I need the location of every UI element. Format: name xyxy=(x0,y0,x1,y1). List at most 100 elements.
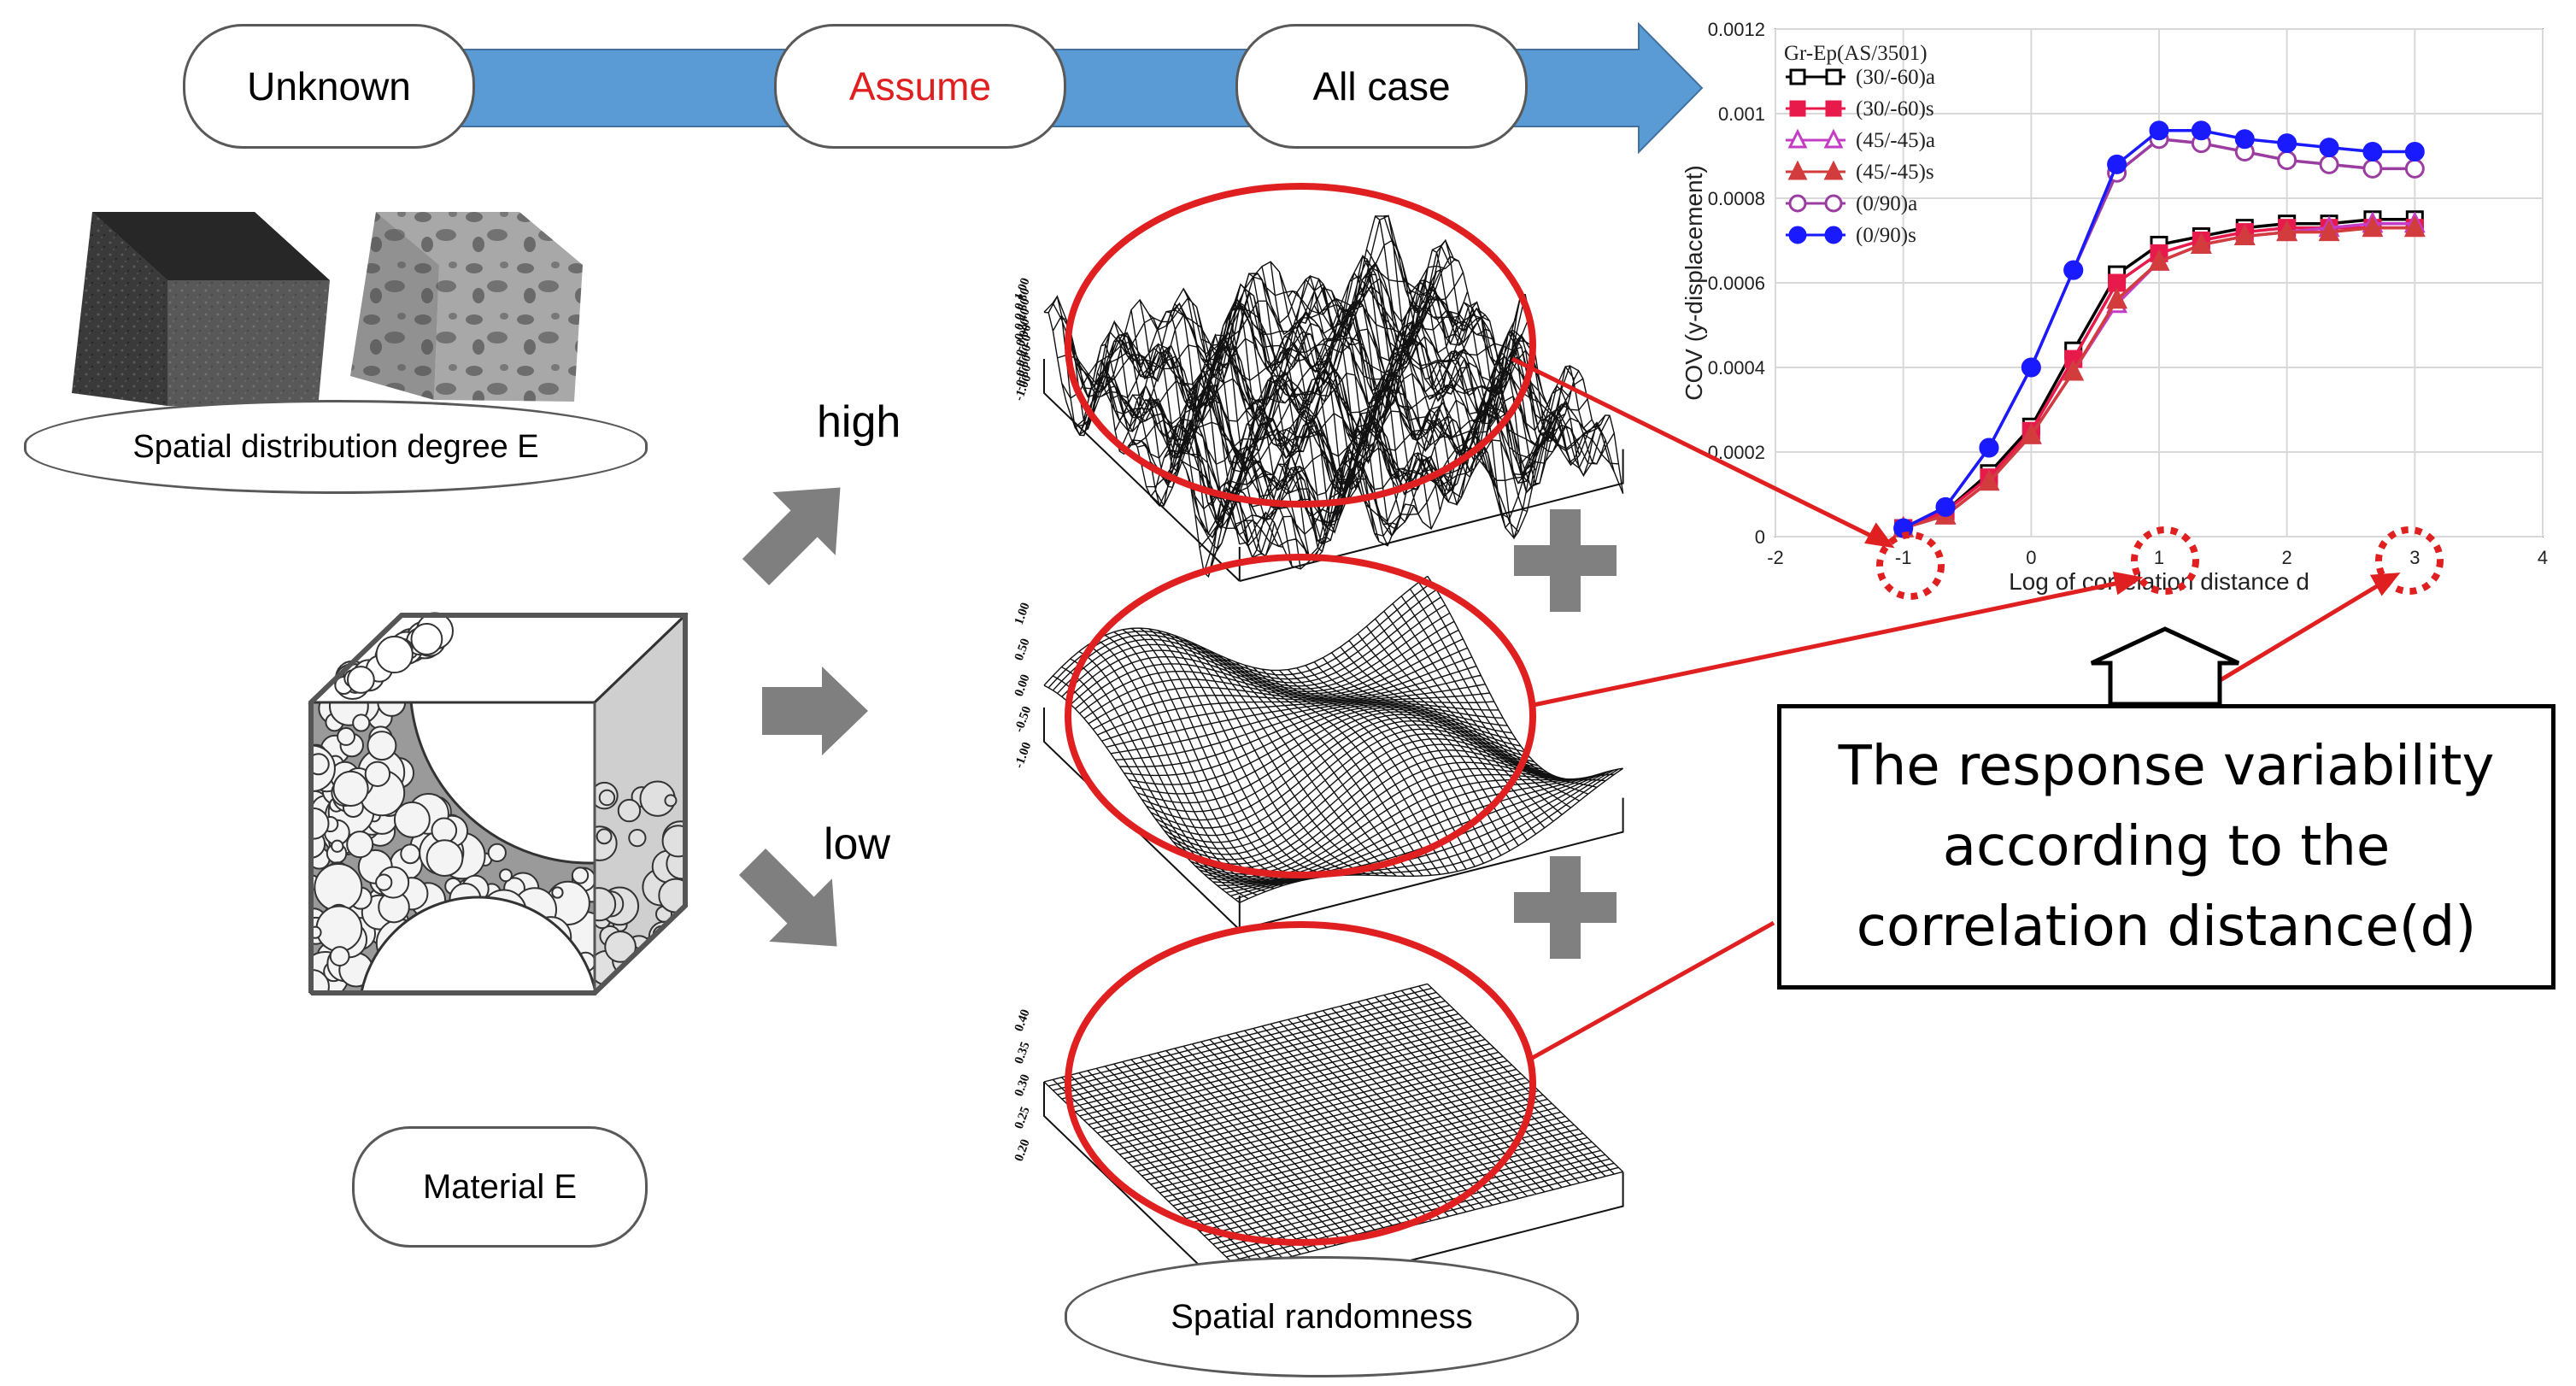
data-point xyxy=(2191,120,2211,141)
material-label: Material E xyxy=(422,1167,578,1206)
chart-series xyxy=(1892,120,2426,538)
data-point xyxy=(1787,128,1808,149)
data-point xyxy=(1789,100,1806,117)
callout-box: The response variability according to th… xyxy=(1777,704,2555,990)
legend-label: (30/-60)s xyxy=(1856,97,1934,120)
data-point xyxy=(2318,220,2340,242)
data-point xyxy=(2362,215,2384,238)
y-tick-label: 0.0012 xyxy=(1708,19,1765,40)
y-tick-label: 0.001 xyxy=(1718,103,1765,125)
step-all-case-pill: All case xyxy=(1235,24,1528,149)
legend-label: (0/90)a xyxy=(1856,192,1917,215)
data-point xyxy=(2319,138,2339,158)
dark-cube-image xyxy=(72,212,330,408)
step-unknown-pill: Unknown xyxy=(183,24,475,149)
spatial-distribution-label: Spatial distribution degree E xyxy=(132,428,539,465)
random-field-surface-high xyxy=(1043,214,1624,582)
data-point xyxy=(2404,142,2425,162)
data-point xyxy=(2277,133,2297,154)
step-all-case-label: All case xyxy=(1312,64,1451,109)
data-point xyxy=(2020,422,2042,444)
material-pill: Material E xyxy=(352,1126,648,1248)
low-label: low xyxy=(824,819,891,869)
step-assume-pill: Assume xyxy=(774,24,1066,149)
highlight-ellipse-bottom xyxy=(1065,921,1536,1246)
data-point xyxy=(2063,260,2084,280)
data-point xyxy=(2403,215,2426,238)
spatial-randomness-pill: Spatial randomness xyxy=(1065,1256,1579,1377)
data-point xyxy=(1979,438,1999,458)
y-axis-label: COV (y-displacement) xyxy=(1681,165,1707,400)
data-point xyxy=(2233,224,2256,246)
high-label: high xyxy=(817,397,901,447)
step-unknown-label: Unknown xyxy=(247,64,411,109)
data-point xyxy=(1825,100,1842,117)
y-tick-label: 0.0008 xyxy=(1708,188,1765,209)
legend-label: (30/-60)a xyxy=(1856,66,1935,89)
data-point xyxy=(2234,129,2255,150)
x-tick-label: 4 xyxy=(2538,547,2548,568)
legend-item: (30/-60)a xyxy=(1786,66,1935,89)
legend-label: (45/-45)s xyxy=(1856,161,1934,184)
series-(45/-45)s xyxy=(1892,215,2426,537)
legend-item: (45/-45)s xyxy=(1786,160,1934,184)
data-point xyxy=(2149,120,2169,141)
x-tick-label: -1 xyxy=(1895,547,1912,568)
plus-icon xyxy=(1514,509,1617,959)
y-tick-label: 0.0004 xyxy=(1708,357,1765,379)
up-arrow-icon xyxy=(2090,626,2240,707)
spatial-distribution-pill: Spatial distribution degree E xyxy=(24,400,648,494)
data-point xyxy=(2106,287,2128,309)
arrow-high-icon xyxy=(742,487,841,586)
dotted-circle-x-1 xyxy=(2131,526,2199,595)
data-point xyxy=(2362,142,2383,162)
data-point xyxy=(1787,160,1808,180)
data-point xyxy=(1825,68,1842,85)
x-tick-label: 2 xyxy=(2282,547,2292,568)
x-tick-label: 1 xyxy=(2154,547,2164,568)
legend-item: (45/-45)a xyxy=(1786,128,1935,152)
data-point xyxy=(2190,232,2212,254)
data-point xyxy=(1788,194,1807,213)
spatial-randomness-label: Spatial randomness xyxy=(1171,1297,1473,1336)
legend-label: (0/90)s xyxy=(1856,224,1916,247)
x-tick-label: 0 xyxy=(2026,547,2036,568)
data-point xyxy=(2107,154,2127,174)
data-point xyxy=(1823,160,1844,180)
callout-text: The response variability according to th… xyxy=(1838,735,2495,959)
y-tick-label: 0 xyxy=(1755,526,1765,548)
chart-grid xyxy=(1775,28,2544,537)
data-point xyxy=(1823,128,1844,149)
data-point xyxy=(2276,220,2298,242)
step-assume-label: Assume xyxy=(848,64,992,109)
legend-title: Gr-Ep(AS/3501) xyxy=(1784,42,1928,65)
legend-item: (30/-60)s xyxy=(1786,97,1934,120)
highlight-ellipse-top xyxy=(1065,183,1536,508)
arrow-low-icon xyxy=(738,848,837,947)
chart-legend: Gr-Ep(AS/3501)(30/-60)a (30/-60)s (45/-45)… xyxy=(1784,42,1935,247)
x-axis-label: Log of correlation distance d xyxy=(2009,568,2309,595)
dotted-circle-x-minus1 xyxy=(1876,531,1945,600)
x-tick-label: -2 xyxy=(1767,547,1784,568)
data-point xyxy=(1788,226,1807,244)
legend-item: (0/90)s xyxy=(1786,224,1916,247)
arrow-mid-icon xyxy=(762,667,868,755)
data-point xyxy=(1978,469,2000,491)
legend-item: (0/90)a xyxy=(1786,192,1917,215)
y-tick-label: 0.0006 xyxy=(1708,273,1765,294)
dotted-circle-x-3 xyxy=(2375,526,2444,595)
data-point xyxy=(2021,357,2041,378)
legend-label: (45/-45)a xyxy=(1856,129,1935,152)
blob-cube-image xyxy=(350,212,583,402)
data-point xyxy=(2148,249,2170,271)
data-point xyxy=(1789,68,1806,85)
data-point xyxy=(1824,194,1843,213)
data-point xyxy=(1824,226,1843,244)
